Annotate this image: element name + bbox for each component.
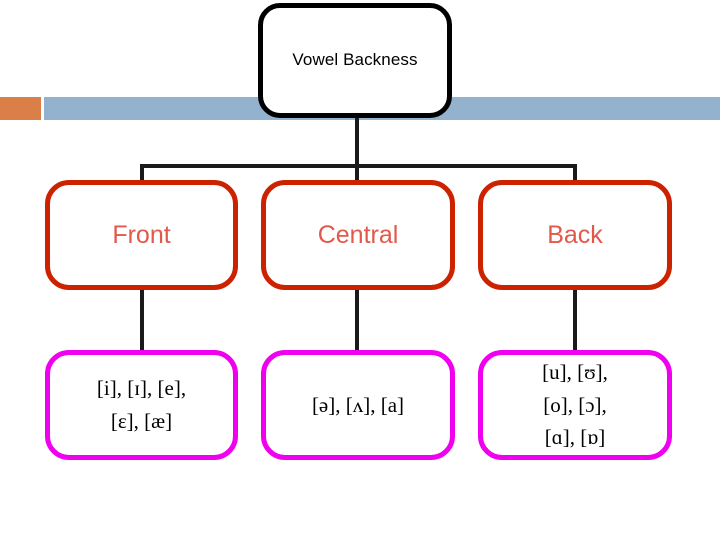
connector-back-to-examples — [573, 287, 577, 353]
node-examples-back-label: [u], [ʊ],[o], [ɔ],[ɑ], [ɒ] — [542, 360, 608, 450]
node-title-label: Vowel Backness — [292, 50, 418, 70]
connector-front-to-examples — [140, 287, 144, 353]
node-category-back-label: Back — [547, 221, 603, 249]
node-category-front-label: Front — [112, 221, 171, 249]
node-title: Vowel Backness — [258, 3, 452, 118]
node-category-back: Back — [478, 180, 672, 290]
node-examples-central: [ə], [ʌ], [a] — [261, 350, 455, 460]
connector-drop-front — [140, 164, 144, 184]
connector-drop-central — [355, 164, 359, 184]
node-examples-central-label: [ə], [ʌ], [a] — [311, 392, 405, 417]
node-examples-front-label: [i], [ɪ], [e],[ɛ], [æ] — [96, 376, 187, 433]
node-examples-front: [i], [ɪ], [e],[ɛ], [æ] — [45, 350, 238, 460]
node-category-front: Front — [45, 180, 238, 290]
connector-central-to-examples — [355, 287, 359, 353]
connector-title-stem — [355, 115, 359, 168]
banner-accent-block — [0, 97, 41, 120]
node-examples-back: [u], [ʊ],[o], [ɔ],[ɑ], [ɒ] — [478, 350, 672, 460]
connector-drop-back — [573, 164, 577, 184]
node-category-central-label: Central — [317, 221, 399, 249]
node-category-central: Central — [261, 180, 455, 290]
